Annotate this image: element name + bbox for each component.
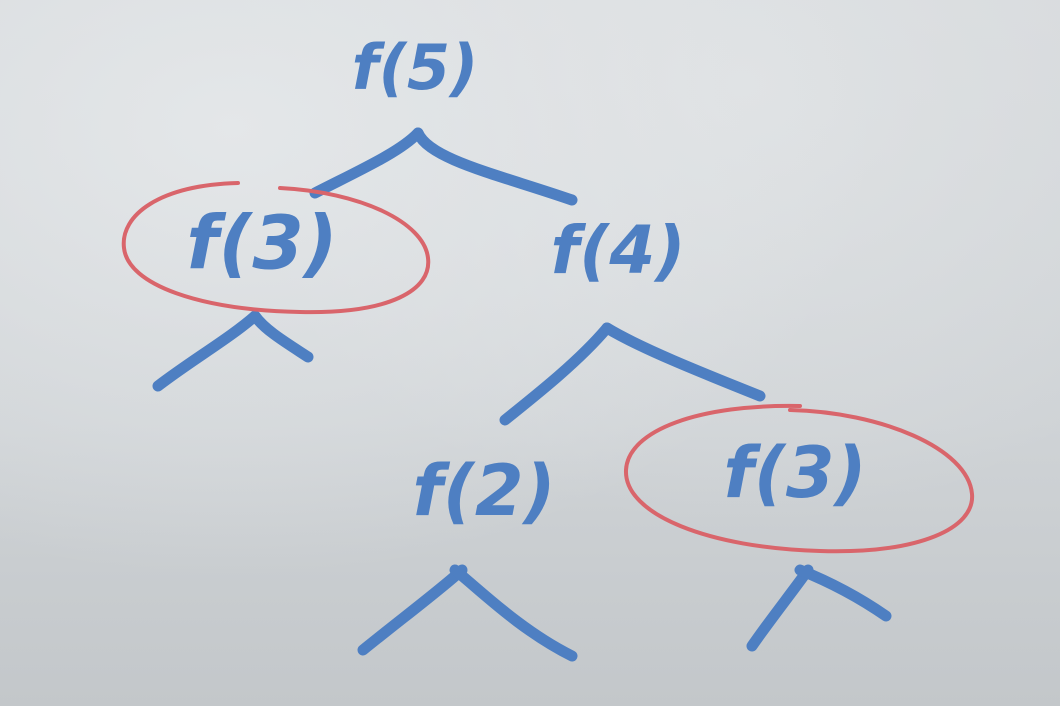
edge-f4-to-f2 [499,322,613,426]
node-label-n3a: f(3) [186,201,337,287]
node-label-n5: f(5) [352,31,479,104]
edge-f3-left-child [152,310,261,392]
edge-f4-to-f3 [601,322,766,402]
node-label-n4: f(4) [551,212,686,289]
node-label-n2: f(2) [412,450,555,532]
edge-f2-right-child [449,564,578,662]
red-circle-f3-left [121,181,431,315]
red-circle-f3-right [623,403,975,554]
edge-f3b-left-child [746,564,814,652]
edge-f5-to-f4 [412,127,578,206]
node-label-n3b: f(3) [723,432,866,514]
tree-edges [152,127,892,662]
tree-node-labels: f(5) f(3) f(4) f(2) f(3) [186,31,866,532]
edge-f5-to-f3 [309,127,424,199]
edge-f3b-right-child [794,564,892,622]
highlight-circles [121,181,975,554]
edge-f3-right-child [249,310,314,363]
edge-f2-left-child [357,564,468,656]
